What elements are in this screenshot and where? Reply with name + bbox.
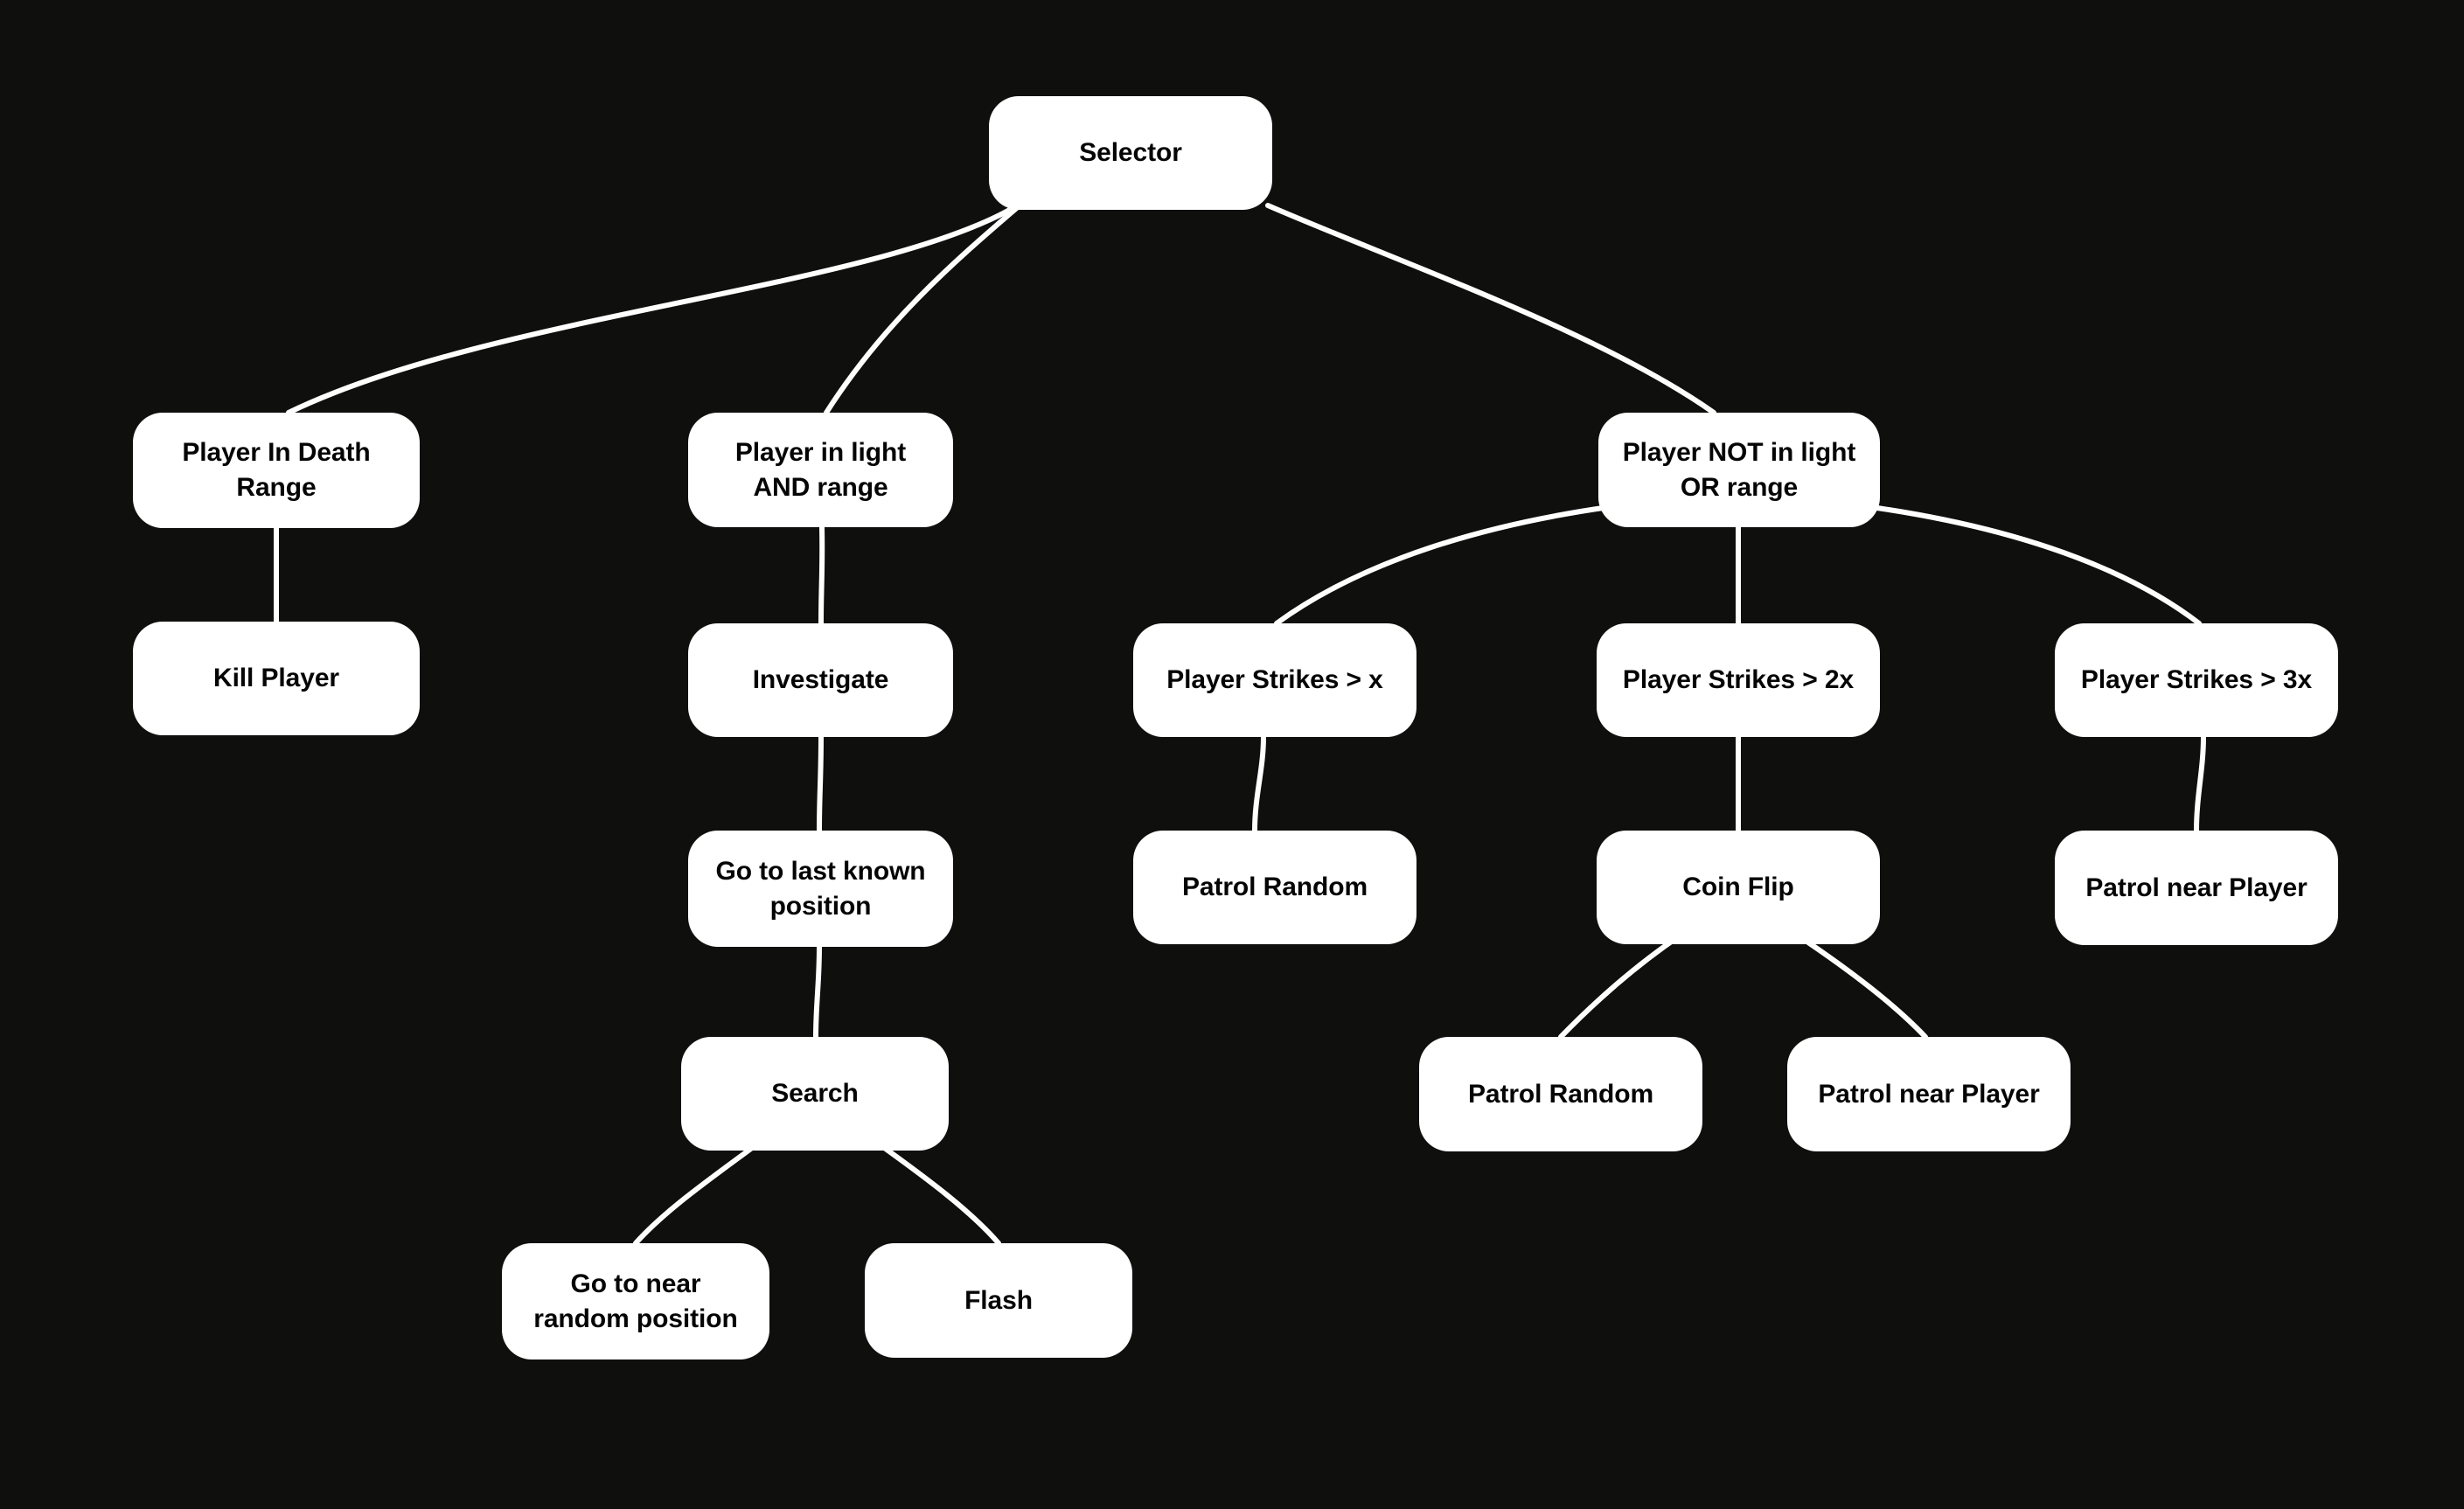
tree-edge: [1869, 504, 2202, 626]
tree-edge: [880, 1144, 1001, 1246]
tree-node-patrol-near-1[interactable]: Patrol near Player: [2055, 831, 2338, 945]
tree-edge: [1806, 940, 1928, 1040]
tree-edge: [818, 525, 825, 626]
tree-edge: [2194, 734, 2206, 833]
tree-node-search[interactable]: Search: [681, 1037, 949, 1151]
tree-node-patrol-random-1[interactable]: Patrol Random: [1133, 831, 1416, 944]
tree-edge: [1274, 504, 1611, 626]
tree-edge: [286, 205, 1017, 415]
tree-node-kill-player[interactable]: Kill Player: [133, 622, 420, 735]
tree-edge: [824, 204, 1021, 415]
tree-node-strikes-2x[interactable]: Player Strikes > 2x: [1597, 623, 1880, 737]
tree-edge: [817, 734, 824, 833]
tree-node-death-range[interactable]: Player In Death Range: [133, 413, 420, 528]
tree-edge: [1252, 734, 1266, 833]
tree-edge: [813, 944, 822, 1040]
tree-node-strikes-x[interactable]: Player Strikes > x: [1133, 623, 1416, 737]
tree-node-not-light-range[interactable]: Player NOT in light OR range: [1598, 413, 1880, 527]
tree-edge: [1265, 203, 1716, 415]
tree-node-selector[interactable]: Selector: [989, 96, 1272, 210]
tree-node-coin-flip[interactable]: Coin Flip: [1597, 831, 1880, 944]
tree-edge: [633, 1145, 755, 1246]
tree-node-strikes-3x[interactable]: Player Strikes > 3x: [2055, 623, 2338, 737]
tree-node-light-and-range[interactable]: Player in light AND range: [688, 413, 953, 527]
tree-node-patrol-near-2[interactable]: Patrol near Player: [1787, 1037, 2071, 1151]
tree-node-flash[interactable]: Flash: [865, 1243, 1132, 1358]
tree-node-near-random[interactable]: Go to near random position: [502, 1243, 769, 1359]
tree-node-last-known[interactable]: Go to last known position: [688, 831, 953, 947]
tree-edge: [1558, 940, 1673, 1040]
tree-node-investigate[interactable]: Investigate: [688, 623, 953, 737]
tree-node-patrol-random-2[interactable]: Patrol Random: [1419, 1037, 1702, 1151]
